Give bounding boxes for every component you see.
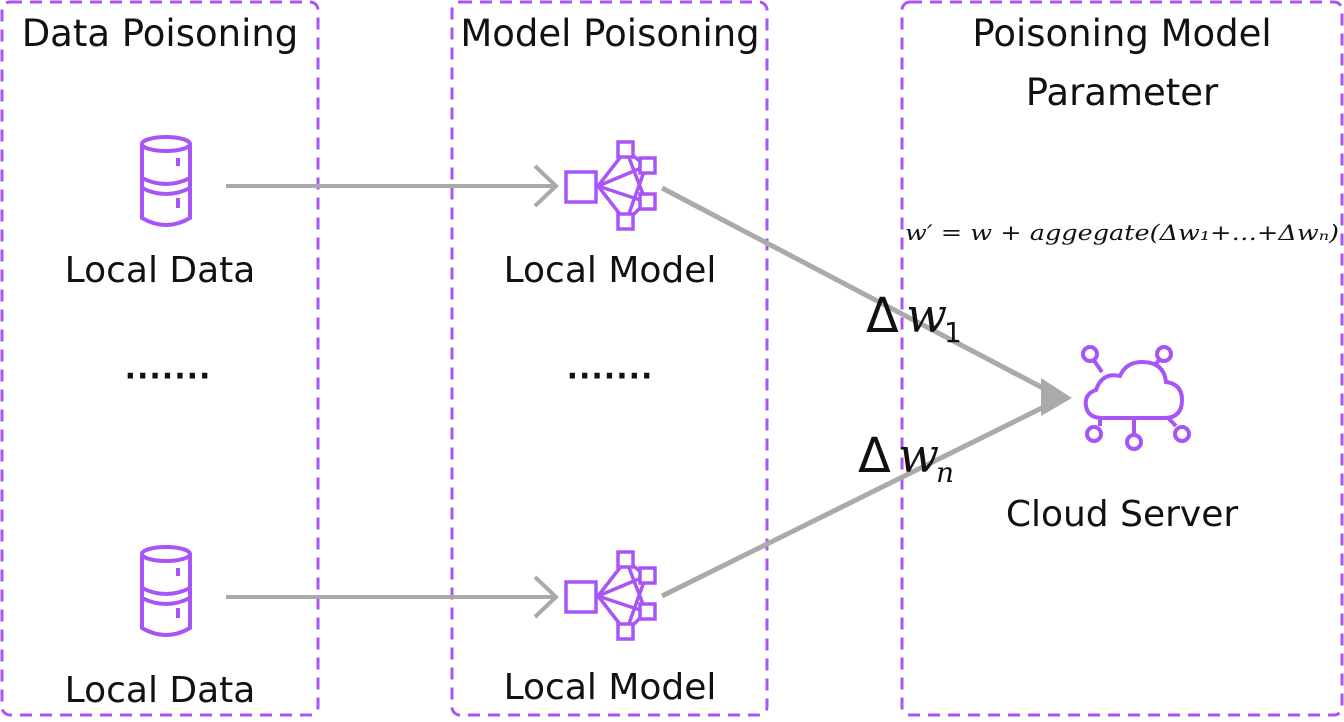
local-model-top-label: Local Model: [504, 250, 717, 291]
svg-text:n: n: [936, 456, 954, 489]
server-arrowhead: [1041, 378, 1072, 416]
local-model-bottom-label: Local Model: [504, 667, 717, 708]
model-poisoning-title: Model Poisoning: [460, 12, 759, 55]
model-poisoning-panel: [450, 0, 769, 717]
neural-network-icon: [564, 550, 657, 641]
database-icon: [140, 135, 192, 227]
svg-text:Δ: Δ: [866, 288, 899, 344]
delta-w1-label: Δ w 1: [866, 288, 962, 349]
local-data-top-label: Local Data: [65, 250, 256, 291]
svg-text:Δ: Δ: [858, 428, 891, 484]
neural-network-icon: [564, 140, 657, 231]
aggregation-formula: w′ = w + aggegate(Δw₁+…+Δwₙ): [905, 221, 1339, 245]
database-icon: [140, 545, 192, 637]
delta-wn-label: Δ w n: [858, 428, 954, 489]
svg-text:w: w: [898, 428, 939, 484]
data-poisoning-panel: [0, 0, 320, 717]
arrow-model-top-to-server: [660, 185, 1064, 401]
arrow-model-bottom-to-server: [660, 395, 1064, 599]
arrowhead-top: [533, 164, 559, 208]
svg-text:w: w: [906, 288, 947, 344]
data-poisoning-title: Data Poisoning: [22, 12, 299, 55]
local-data-bottom-label: Local Data: [65, 670, 256, 711]
parameter-poisoning-title-line2: Parameter: [1026, 71, 1219, 114]
ellipsis-model: ·······: [567, 359, 654, 394]
ellipsis-data: ·······: [125, 359, 212, 394]
cloud-server-label: Cloud Server: [1006, 494, 1239, 535]
parameter-poisoning-panel: [900, 0, 1344, 717]
parameter-poisoning-title-line1: Poisoning Model: [972, 12, 1271, 55]
arrowhead-bottom: [533, 575, 559, 619]
cloud-network-icon: [1081, 345, 1191, 451]
svg-text:1: 1: [944, 316, 962, 349]
